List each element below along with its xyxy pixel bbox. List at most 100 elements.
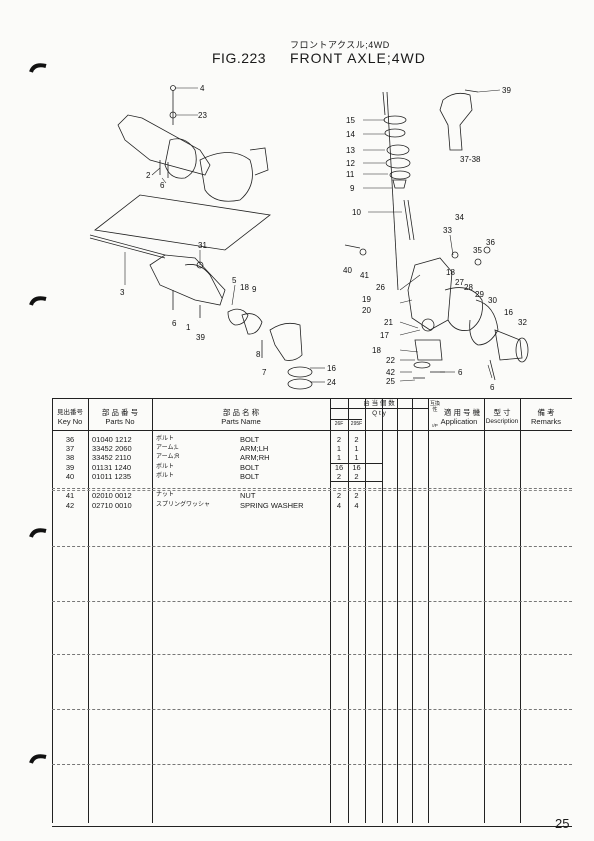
- table-header-divider: [52, 430, 572, 431]
- header-partsname-en: Parts Name: [221, 417, 261, 426]
- header-description-jp: 型 寸: [493, 408, 511, 417]
- callout-label: 7: [262, 368, 267, 377]
- header-interchange: 互換性: [429, 401, 440, 413]
- row-name-en: BOLT: [240, 463, 260, 472]
- callout-label: 11: [346, 170, 355, 179]
- callout-label: 19: [362, 295, 371, 304]
- callout-label: 30: [488, 296, 497, 305]
- punch-hole-mark: [29, 754, 47, 764]
- column-divider: [484, 398, 485, 823]
- header-interchange-sub: I/P: [432, 423, 438, 428]
- callout-label: 32: [518, 318, 527, 327]
- figure-title-jp: フロントアクスル;4WD: [290, 40, 390, 50]
- punch-hole-mark: [29, 296, 47, 306]
- column-divider: [428, 398, 429, 823]
- row-part-no: 02710 0010: [92, 501, 132, 510]
- row-key: 38: [65, 453, 75, 462]
- callout-label: 33: [443, 226, 452, 235]
- callout-label: 39: [196, 333, 205, 342]
- callout-label: 35: [473, 246, 482, 255]
- callout-label: 8: [256, 350, 261, 359]
- row-key: 36: [65, 435, 75, 444]
- qty-subheader-line: [330, 419, 362, 420]
- row-qty-2: 2: [354, 472, 359, 481]
- row-separator: [52, 601, 572, 602]
- page-number: 25: [555, 816, 570, 831]
- callout-label: 6: [490, 383, 495, 392]
- row-name-en: BOLT: [240, 435, 260, 444]
- row-separator: [52, 764, 572, 765]
- header-qty-en: Q t y: [372, 410, 386, 417]
- callout-label: 39: [502, 86, 511, 95]
- header-partsname-jp: 部 品 名 称: [222, 408, 260, 417]
- row-part-no: 33452 2060: [92, 444, 132, 453]
- row-name-jp: ボルト: [156, 464, 175, 470]
- table-border: [52, 398, 572, 399]
- callout-label: 6: [172, 319, 177, 328]
- callout-label: 17: [380, 331, 389, 340]
- header-qty-col1: 26F: [334, 421, 344, 427]
- row-name-jp: ボルト: [156, 436, 175, 442]
- row-name-jp: アーム;L: [156, 445, 179, 451]
- figure-number: FIG.223: [212, 50, 267, 66]
- callout-label: 10: [352, 208, 361, 217]
- header-remarks-jp: 備 考: [537, 408, 555, 417]
- row-name-jp: ナット: [156, 492, 175, 498]
- callout-label: 4: [200, 84, 205, 93]
- callout-label: 23: [198, 111, 207, 120]
- row-qty-1: 2: [336, 472, 342, 481]
- header-application-jp: 適 用 号 機: [443, 408, 481, 417]
- row-key: 40: [65, 472, 75, 481]
- header-application-en: Application: [440, 417, 478, 426]
- callout-label: 18: [446, 268, 455, 277]
- callout-label: 18: [372, 346, 381, 355]
- callout-label: 9: [350, 184, 355, 193]
- row-qty-1: 1: [336, 453, 342, 462]
- callout-label: 18: [240, 283, 249, 292]
- callout-label: 28: [464, 283, 473, 292]
- row-separator: [52, 546, 572, 547]
- row-qty-2: 4: [354, 501, 359, 510]
- callout-label: 22: [386, 356, 395, 365]
- row-separator: [52, 488, 572, 489]
- callout-label: 9: [252, 285, 257, 294]
- column-divider: [397, 398, 398, 823]
- callout-label: 6: [458, 368, 463, 377]
- row-name-jp: ボルト: [156, 473, 175, 479]
- row-qty-2: 1: [354, 453, 359, 462]
- table-border: [52, 398, 53, 823]
- header-qty-jp: 台 当 個 数: [363, 400, 395, 407]
- callout-label: 29: [475, 290, 484, 299]
- row-separator: [52, 490, 572, 491]
- row-part-no: 01040 1212: [92, 435, 132, 444]
- row-qty-2: 16: [352, 463, 361, 472]
- header-description-en: Description: [485, 418, 519, 425]
- column-divider: [412, 398, 413, 823]
- callout-label: 6: [160, 181, 165, 190]
- punch-hole-mark: [29, 63, 47, 73]
- row-key: 41: [65, 491, 75, 500]
- punch-hole-mark: [29, 528, 47, 538]
- callout-label: 20: [362, 306, 371, 315]
- footer-rule: [52, 826, 572, 827]
- callout-label: 1: [186, 323, 191, 332]
- parts-table: 見出番号 Key No 部 品 番 号 Parts No 部 品 名 称 Par…: [52, 398, 572, 823]
- header-remarks-en: Remarks: [530, 417, 561, 426]
- callout-label: 2: [146, 171, 151, 180]
- row-key: 37: [65, 444, 75, 453]
- callout-label: 34: [455, 213, 464, 222]
- row-qty-1: 1: [336, 444, 342, 453]
- row-qty-1: 2: [336, 435, 342, 444]
- row-part-no: 02010 0012: [92, 491, 132, 500]
- row-key: 42: [65, 501, 75, 510]
- callout-label: 21: [384, 318, 393, 327]
- header-partsno-en: Parts No: [105, 417, 135, 426]
- callout-label: 12: [346, 159, 355, 168]
- qty-group-underline: [330, 481, 382, 482]
- callout-label: 14: [346, 130, 355, 139]
- callout-label: 25: [386, 377, 395, 386]
- callout-label: 13: [346, 146, 355, 155]
- row-name-en: NUT: [240, 491, 256, 500]
- column-divider: [382, 398, 383, 823]
- row-qty-1: 16: [334, 463, 344, 472]
